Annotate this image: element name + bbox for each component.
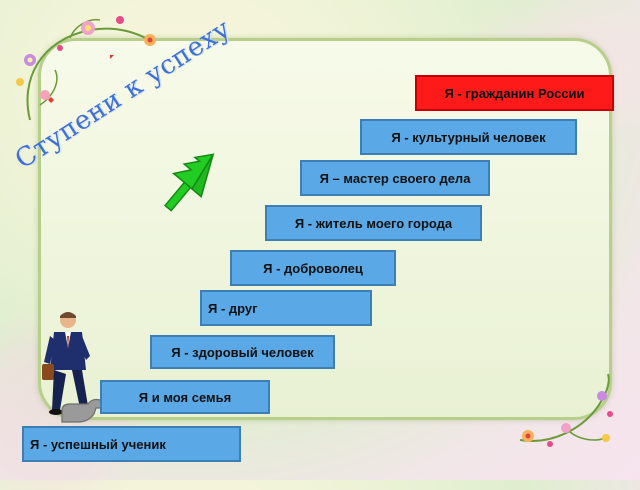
step-label: Я - культурный человек (391, 129, 546, 145)
step-citizen-of-russia: Я - гражданин России (415, 75, 614, 111)
step-label: Я и моя семья (138, 389, 232, 405)
step-label: Я – мастер своего дела (319, 170, 471, 186)
step-master: Я – мастер своего дела (300, 160, 490, 196)
step-label: Я - здоровый человек (171, 344, 314, 360)
step-label: Я - житель моего города (294, 215, 453, 231)
step-city-resident: Я - житель моего города (265, 205, 482, 241)
step-label: Я - гражданин России (444, 85, 585, 101)
step-label: Я - доброволец (263, 260, 363, 276)
step-label: Я - друг (208, 300, 258, 316)
green-arrow-icon (164, 153, 215, 212)
step-successful-student: Я - успешный ученик (22, 426, 241, 462)
step-healthy-person: Я - здоровый человек (150, 335, 335, 369)
step-cultured-person: Я - культурный человек (360, 119, 577, 155)
flower-corner-top-left-icon (16, 16, 156, 121)
step-family: Я и моя семья (100, 380, 270, 414)
step-volunteer: Я - доброволец (230, 250, 396, 286)
step-friend: Я - друг (200, 290, 372, 326)
businessman-figure (42, 312, 92, 415)
step-label: Я - успешный ученик (30, 436, 166, 452)
flower-corner-bottom-right-icon (519, 373, 613, 447)
